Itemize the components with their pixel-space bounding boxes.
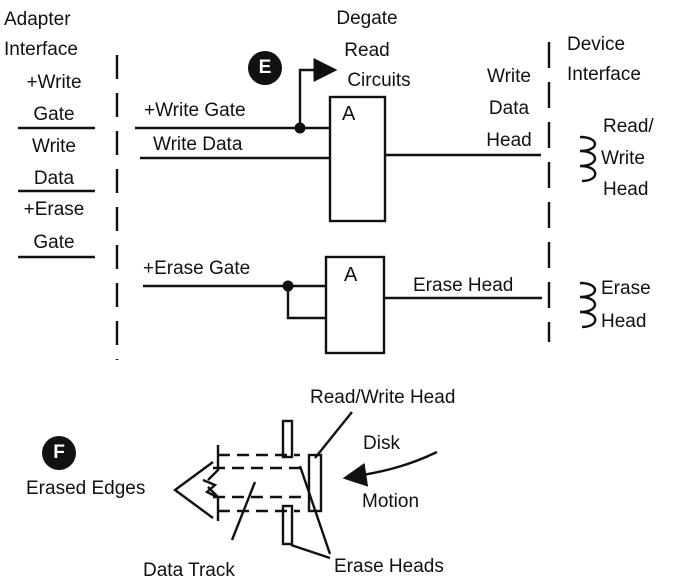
erase-gate-junction xyxy=(282,280,294,292)
erase-gate-tie-line xyxy=(286,286,326,320)
degate-label-1: Degate xyxy=(336,8,398,29)
write-gate-input-label: +Write Gate xyxy=(144,100,246,121)
write-data-input-label: Write Data xyxy=(153,134,243,155)
write-gate-letter: A xyxy=(342,103,356,125)
erased-edges-label: Erased Edges xyxy=(26,478,146,499)
write-gate-junction xyxy=(294,122,306,134)
write-output-label-1: Write xyxy=(487,66,531,87)
erase-head-label-1: Erase xyxy=(601,278,651,299)
disk-label: Disk xyxy=(363,433,400,454)
erase-heads-pointer-2 xyxy=(298,465,332,555)
adapter-signal-erase-gate-2: Gate xyxy=(33,232,75,253)
adapter-signal-write-data-1: Write xyxy=(32,136,76,157)
erase-coil-icon xyxy=(579,281,597,329)
write-output-label-2: Data xyxy=(488,98,530,119)
adapter-signal-write-gate-1: +Write xyxy=(26,72,82,93)
badge-e: E xyxy=(248,51,282,85)
read-write-head-title: Read/Write Head xyxy=(310,387,456,408)
motion-label: Motion xyxy=(362,491,420,512)
adapter-interface-title-2: Interface xyxy=(4,39,78,60)
degate-branch-line xyxy=(298,58,338,128)
read-write-head-label-3: Head xyxy=(603,179,649,200)
erase-head-label-2: Head xyxy=(601,311,647,332)
disk-motion-arrow xyxy=(342,450,438,487)
write-and-gate xyxy=(328,95,387,223)
erase-output-label: Erase Head xyxy=(413,275,514,296)
device-interface-title-1: Device xyxy=(567,34,626,55)
adapter-interface-title-1: Adapter xyxy=(4,9,71,30)
track-upper-flare xyxy=(207,445,220,481)
write-output-label-3: Head xyxy=(486,130,532,151)
read-write-head-pointer xyxy=(314,411,353,459)
erase-gate-letter: A xyxy=(344,264,358,286)
erase-and-gate xyxy=(324,255,386,355)
device-interface-title-2: Interface xyxy=(567,64,641,85)
erase-gate-input-label: +Erase Gate xyxy=(143,258,251,279)
degate-label-2: Read xyxy=(344,40,390,61)
lower-erase-head xyxy=(281,504,294,546)
data-track-label: Data Track xyxy=(143,560,235,581)
read-write-coil-icon xyxy=(579,135,597,183)
erased-edges-brace xyxy=(172,461,214,519)
track-lower-flare xyxy=(207,486,220,521)
erased-edges-squiggle xyxy=(202,478,218,498)
degate-label-3: Circuits xyxy=(347,70,411,91)
erase-heads-label: Erase Heads xyxy=(334,556,444,577)
adapter-signal-erase-gate-1: +Erase xyxy=(23,199,85,220)
adapter-signal-write-gate-2: Gate xyxy=(33,104,75,125)
read-write-head-label-2: Write xyxy=(601,148,645,169)
data-track-pointer xyxy=(230,481,257,541)
upper-erase-head xyxy=(281,419,294,459)
read-write-head-body xyxy=(307,453,323,513)
badge-f: F xyxy=(42,436,76,470)
read-write-head-label-1: Read/ xyxy=(603,116,654,137)
erase-heads-pointer-1 xyxy=(290,543,331,560)
adapter-signal-write-data-2: Data xyxy=(33,168,75,189)
